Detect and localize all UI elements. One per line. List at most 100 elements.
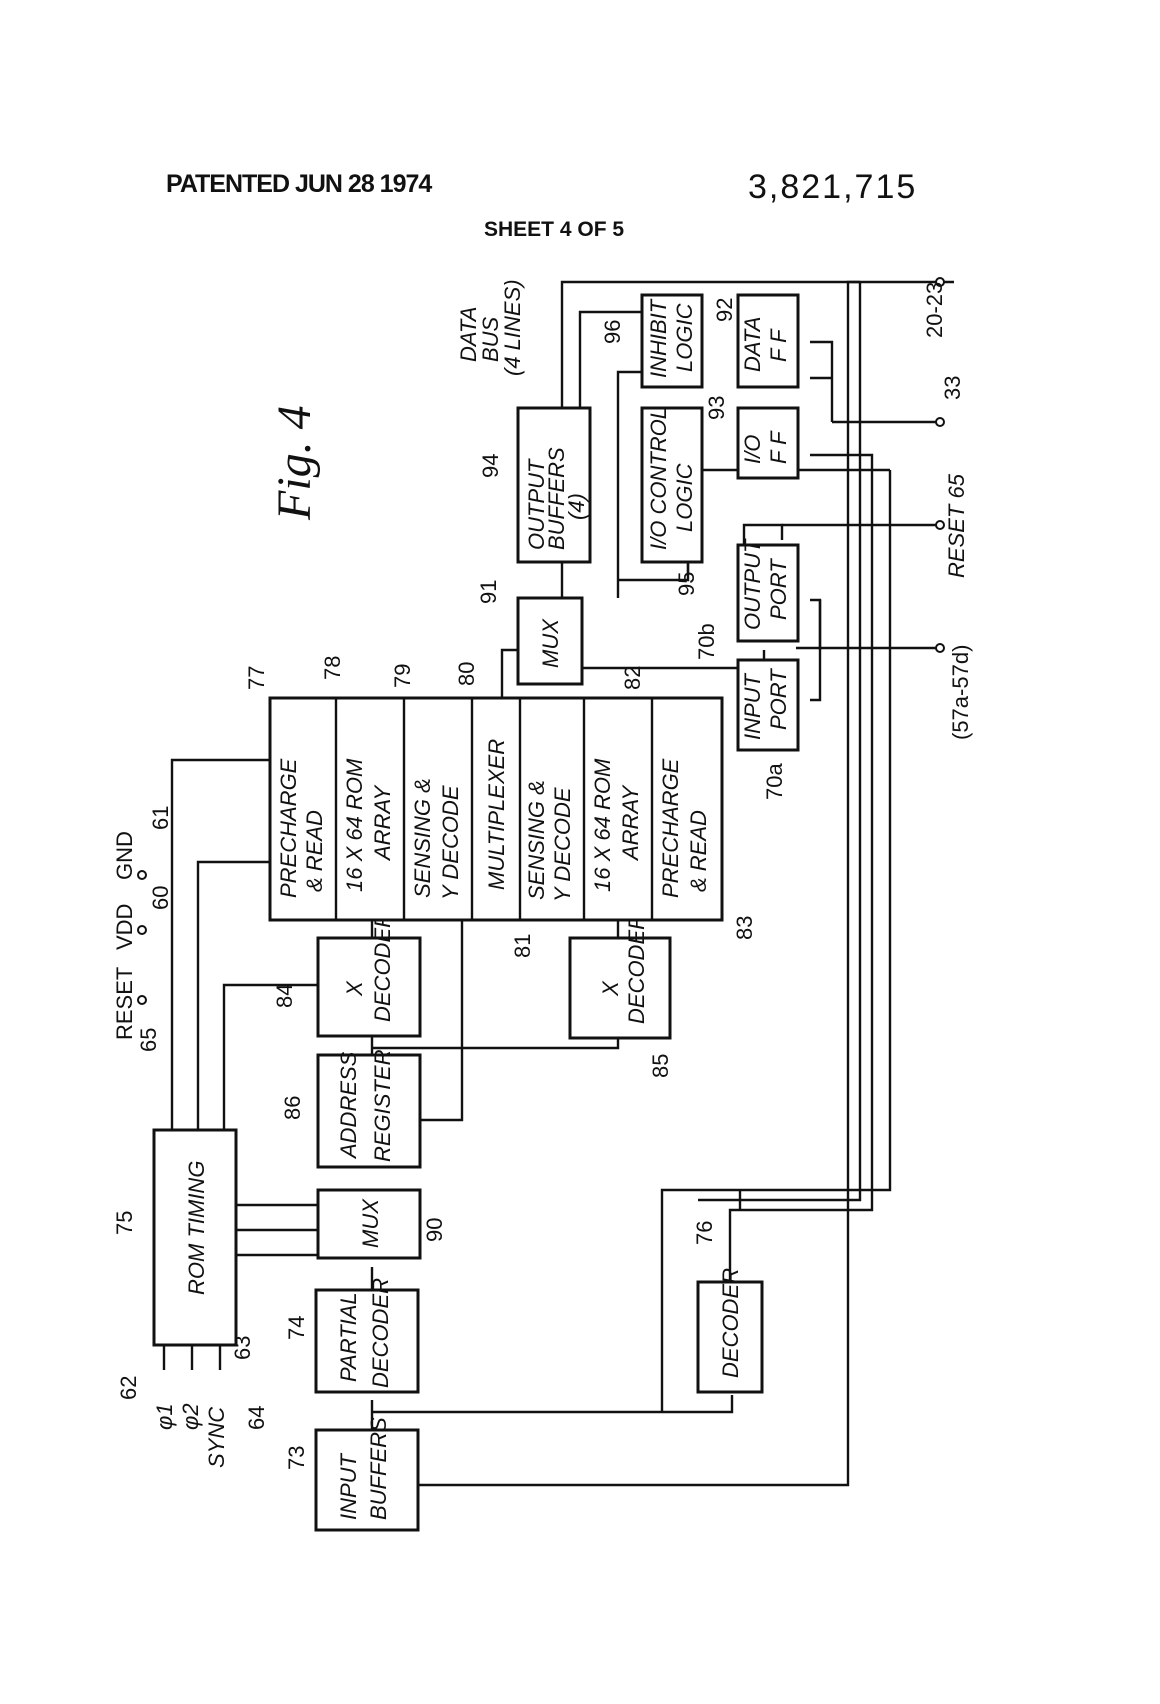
svg-text:DECODER: DECODER bbox=[370, 912, 395, 1022]
svg-text:81: 81 bbox=[510, 934, 535, 958]
rom-timing-block: ROM TIMING bbox=[152, 1128, 238, 1347]
svg-text:(4 LINES): (4 LINES) bbox=[500, 279, 525, 376]
svg-text:INPUT: INPUT bbox=[336, 1452, 361, 1520]
svg-text:BUS: BUS bbox=[478, 316, 503, 362]
svg-text:83: 83 bbox=[732, 916, 757, 940]
svg-text:60: 60 bbox=[148, 886, 173, 910]
svg-text:DECODER: DECODER bbox=[624, 914, 649, 1024]
svg-text:16 X 64 ROM: 16 X 64 ROM bbox=[590, 758, 615, 892]
svg-text:77: 77 bbox=[244, 666, 269, 690]
svg-text:φ2: φ2 bbox=[178, 1403, 203, 1430]
patent-number: 3,821,715 bbox=[748, 168, 918, 206]
multiplexer-80: MULTIPLEXER bbox=[484, 739, 509, 890]
svg-text:79: 79 bbox=[390, 664, 415, 688]
svg-text:PARTIAL: PARTIAL bbox=[336, 1292, 361, 1382]
svg-text:BUFFERS: BUFFERS bbox=[544, 447, 569, 550]
decoder-76-block: DECODER bbox=[696, 1268, 764, 1394]
precharge-read-83: PRECHARGE & READ bbox=[658, 758, 711, 898]
svg-text:VDD: VDD bbox=[112, 904, 137, 950]
svg-text:74: 74 bbox=[284, 1316, 309, 1340]
svg-text:(4): (4) bbox=[564, 493, 589, 520]
svg-text:ARRAY: ARRAY bbox=[618, 785, 643, 862]
svg-text:95: 95 bbox=[674, 572, 699, 596]
svg-text:I/O: I/O bbox=[740, 435, 765, 464]
wiring bbox=[162, 280, 954, 1487]
mux-91-block: MUX bbox=[516, 596, 584, 686]
output-buffers-block: OUTPUT BUFFERS (4) bbox=[516, 406, 592, 564]
rom-array-stack: PRECHARGE & READ 16 X 64 ROM ARRAY SENSI… bbox=[268, 696, 724, 922]
svg-text:65: 65 bbox=[136, 1028, 161, 1052]
inhibit-logic-block: INHIBIT LOGIC bbox=[640, 293, 704, 389]
input-port-block: INPUT PORT bbox=[736, 658, 800, 752]
output-port-block: OUTPUT PORT bbox=[736, 538, 800, 643]
svg-text:OUTPUT: OUTPUT bbox=[740, 538, 765, 630]
svg-text:DATA: DATA bbox=[456, 307, 481, 362]
svg-text:RESET: RESET bbox=[112, 967, 137, 1040]
svg-text:& READ: & READ bbox=[302, 810, 327, 892]
io-ff-block: I/O F F bbox=[736, 406, 800, 480]
svg-text:78: 78 bbox=[320, 656, 345, 680]
svg-text:ARRAY: ARRAY bbox=[370, 785, 395, 862]
svg-text:DECODER: DECODER bbox=[718, 1268, 743, 1378]
mux-90-block: MUX bbox=[316, 1188, 422, 1260]
svg-text:82: 82 bbox=[620, 666, 645, 690]
terminals bbox=[137, 277, 945, 1005]
partial-decoder-block: PARTIAL DECODER bbox=[314, 1278, 420, 1394]
svg-text:SENSING &: SENSING & bbox=[410, 778, 435, 898]
svg-text:F F: F F bbox=[766, 328, 791, 362]
svg-text:16 X 64 ROM: 16 X 64 ROM bbox=[342, 758, 367, 892]
svg-text:85: 85 bbox=[648, 1054, 673, 1078]
svg-text:ADDRESS: ADDRESS bbox=[336, 1051, 361, 1160]
svg-text:F F: F F bbox=[766, 430, 791, 464]
svg-text:62: 62 bbox=[116, 1376, 141, 1400]
address-register-block: ADDRESS REGISTER bbox=[316, 1049, 422, 1169]
svg-text:73: 73 bbox=[284, 1446, 309, 1470]
svg-text:90: 90 bbox=[422, 1218, 447, 1242]
svg-text:X: X bbox=[342, 980, 367, 997]
data-ff-block: DATA F F bbox=[736, 293, 800, 389]
input-buffers-block: INPUT BUFFERS bbox=[314, 1417, 420, 1532]
svg-text:91: 91 bbox=[476, 580, 501, 604]
svg-text:LOGIC: LOGIC bbox=[672, 463, 697, 532]
rom-array-78: 16 X 64 ROM ARRAY bbox=[342, 758, 395, 892]
svg-text:I/O CONTROL: I/O CONTROL bbox=[646, 407, 671, 550]
svg-text:PORT: PORT bbox=[766, 668, 791, 730]
patented-date: PATENTED JUN 28 1974 bbox=[166, 170, 432, 198]
svg-text:86: 86 bbox=[280, 1096, 305, 1120]
svg-text:BUFFERS: BUFFERS bbox=[366, 1417, 391, 1520]
x-decoder-85-block: X DECODER bbox=[568, 914, 672, 1040]
svg-text:PRECHARGE: PRECHARGE bbox=[276, 758, 301, 898]
svg-text:(57a-57d): (57a-57d) bbox=[948, 645, 973, 740]
svg-text:RESET 65: RESET 65 bbox=[944, 473, 969, 578]
svg-text:70a: 70a bbox=[762, 763, 787, 800]
svg-text:MUX: MUX bbox=[538, 618, 563, 668]
svg-text:PRECHARGE: PRECHARGE bbox=[658, 758, 683, 898]
svg-text:PORT: PORT bbox=[766, 558, 791, 620]
signal-labels: φ1 φ2 SYNC RESET VDD GND DATA BUS (4 LIN… bbox=[112, 279, 525, 1468]
svg-text:92: 92 bbox=[712, 298, 737, 322]
svg-text:64: 64 bbox=[244, 1406, 269, 1430]
svg-text:INHIBIT: INHIBIT bbox=[646, 298, 671, 378]
io-control-logic-block: I/O CONTROL LOGIC bbox=[640, 406, 704, 564]
svg-text:Y DECODE: Y DECODE bbox=[438, 785, 463, 900]
svg-text:MULTIPLEXER: MULTIPLEXER bbox=[484, 739, 509, 890]
svg-text:DATA: DATA bbox=[740, 317, 765, 372]
svg-text:84: 84 bbox=[272, 984, 297, 1008]
svg-text:REGISTER: REGISTER bbox=[370, 1049, 395, 1162]
svg-text:75: 75 bbox=[112, 1211, 137, 1235]
svg-text:70b: 70b bbox=[694, 623, 719, 660]
figure-label: Fig. 4 bbox=[268, 405, 321, 521]
sheet-number: SHEET 4 OF 5 bbox=[484, 218, 625, 241]
svg-text:SENSING &: SENSING & bbox=[524, 780, 549, 900]
x-decoder-84-block: X DECODER bbox=[316, 912, 422, 1038]
precharge-read-77: PRECHARGE & READ bbox=[276, 758, 327, 898]
svg-text:63: 63 bbox=[230, 1336, 255, 1360]
svg-text:80: 80 bbox=[454, 662, 479, 686]
sensing-81: SENSING & Y DECODE bbox=[524, 780, 575, 902]
svg-text:61: 61 bbox=[148, 806, 173, 830]
rom-array-82: 16 X 64 ROM ARRAY bbox=[590, 758, 643, 892]
svg-text:20-23: 20-23 bbox=[922, 282, 947, 338]
svg-text:ROM TIMING: ROM TIMING bbox=[184, 1161, 209, 1295]
svg-text:94: 94 bbox=[478, 454, 503, 478]
